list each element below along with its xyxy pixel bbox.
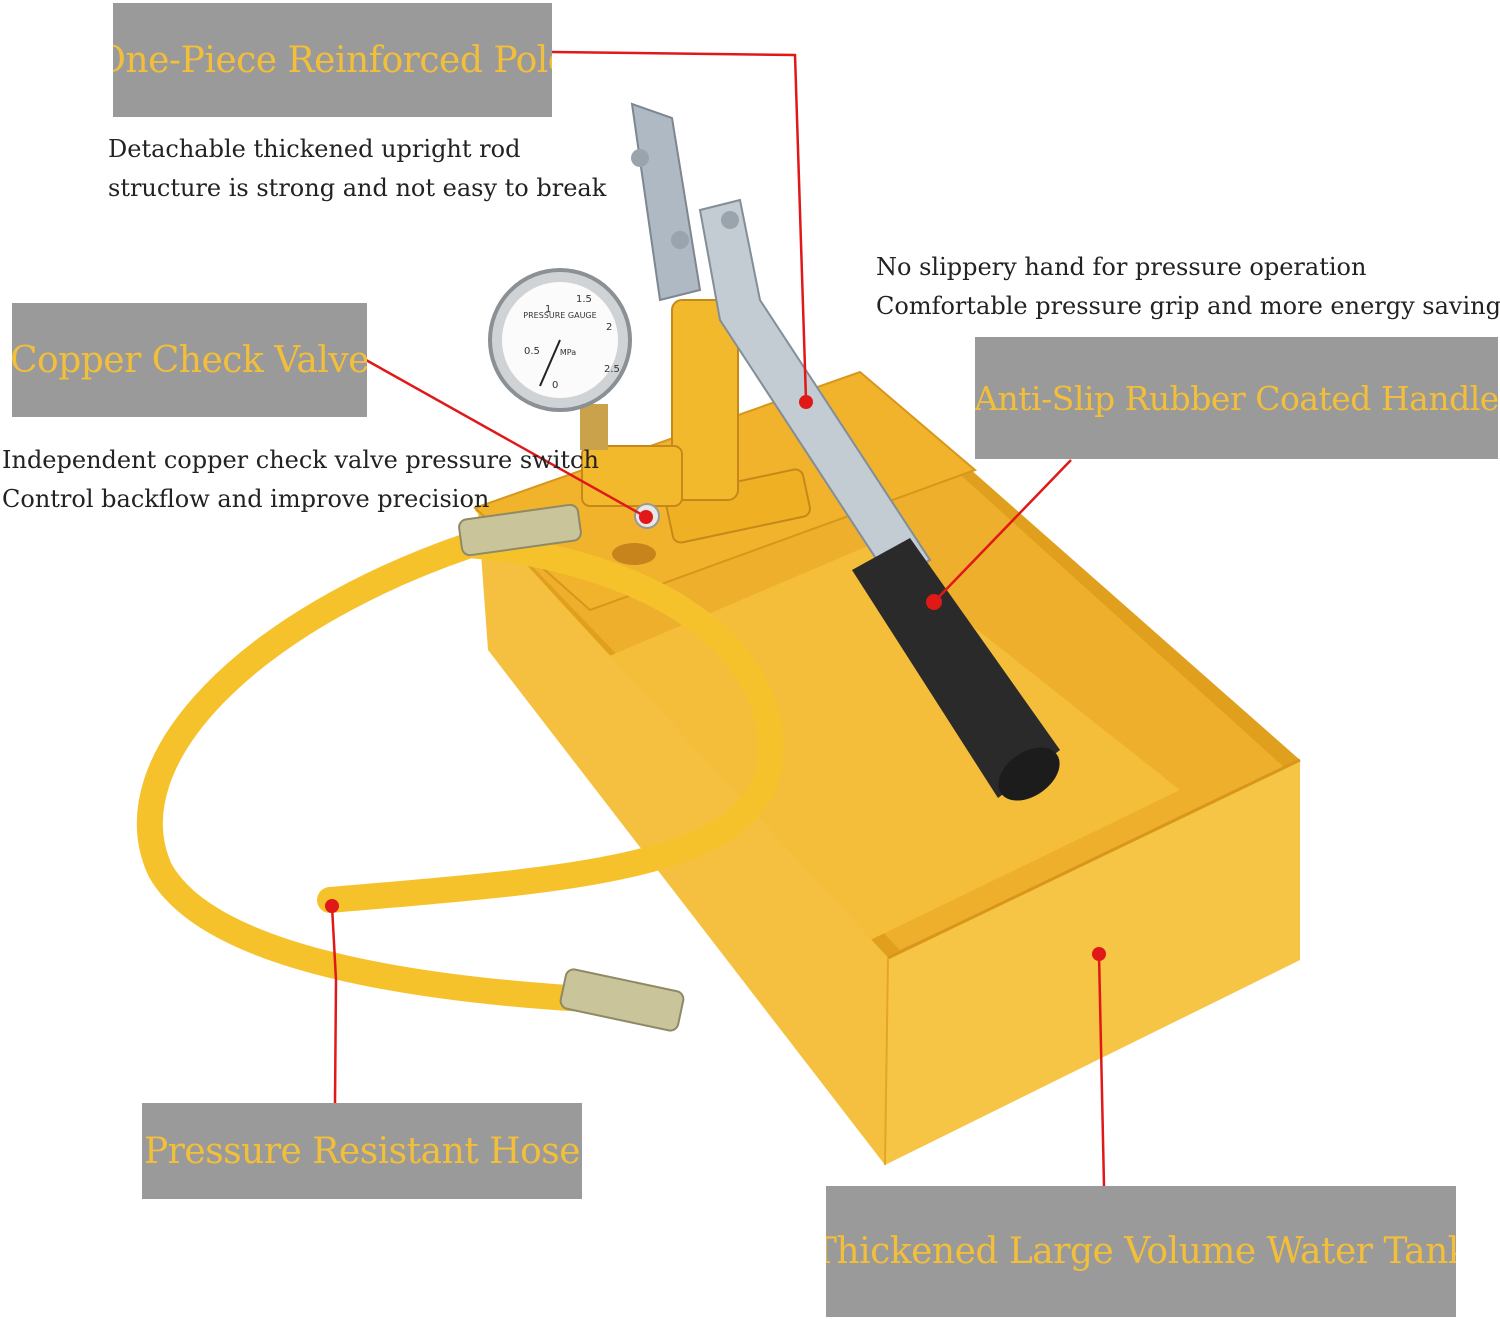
gauge-tick-label: 2 — [606, 322, 612, 333]
callout-dot — [926, 594, 942, 610]
valve-description-line: Control backflow and improve precision — [2, 485, 490, 513]
pole-label: One-Piece Reinforced Pole — [113, 3, 552, 117]
valve-description: Independent copper check valve pressure … — [2, 441, 599, 519]
pump-body — [581, 299, 811, 544]
tank-edge — [887, 758, 1301, 960]
tank-label-text: Thickened Large Volume Water Tank — [826, 1231, 1456, 1272]
handle-label: Anti-Slip Rubber Coated Handle — [975, 337, 1498, 459]
tank-front-face — [885, 760, 1300, 1165]
pole-bracket — [630, 102, 702, 302]
plate-hole — [612, 543, 656, 565]
pressure-hose — [136, 532, 784, 1013]
rubber-handle — [852, 538, 1060, 801]
handle-label-text: Anti-Slip Rubber Coated Handle — [975, 378, 1498, 418]
callout-lines — [330, 50, 1106, 1187]
callout-line-pole — [551, 50, 808, 401]
tank-interior-floor — [600, 545, 1180, 945]
hose-fitting — [458, 503, 582, 557]
handle-description: No slippery hand for pressure operation … — [876, 248, 1500, 326]
callout-dot — [1092, 947, 1106, 961]
gauge-face-text: PRESSURE GAUGE — [523, 311, 596, 320]
callout-dot — [799, 395, 813, 409]
pivot-bolt — [631, 149, 649, 167]
pole-description: Detachable thickened upright rod structu… — [108, 130, 606, 208]
valve-description-line: Independent copper check valve pressure … — [2, 446, 599, 474]
hose-label-text: Pressure Resistant Hose — [143, 1130, 581, 1172]
callout-dots — [325, 395, 1106, 961]
gauge-tick-label: 2.5 — [604, 364, 620, 375]
gauge-stem — [580, 404, 608, 450]
gauge-tick-label: 1.5 — [576, 294, 592, 305]
gauge-tick-label: 1 — [545, 304, 551, 315]
lever-arm — [698, 198, 932, 582]
callout-dot — [325, 899, 339, 913]
gauge-tick-label: 0 — [552, 380, 558, 391]
valve-block — [581, 445, 683, 507]
pole-description-line: structure is strong and not easy to brea… — [108, 174, 607, 202]
pump-cylinder — [671, 299, 739, 501]
gauge-unit: MPa — [560, 348, 576, 357]
valve-label-text: Copper Check Valve — [12, 339, 367, 381]
pressure-gauge: PRESSURE GAUGE MPa 0 0.5 1 1.5 2 2.5 — [488, 268, 632, 450]
callout-line-handle — [933, 459, 1072, 603]
hose-end-fitting — [559, 968, 685, 1032]
tank-label: Thickened Large Volume Water Tank — [826, 1186, 1456, 1317]
callout-line-hose — [330, 905, 338, 1104]
tank-edge — [884, 957, 889, 1166]
pivot-bolt — [721, 211, 739, 229]
gauge-tick-label: 0.5 — [524, 346, 540, 357]
hose-segment — [317, 532, 784, 913]
hose-segment — [136, 532, 613, 1013]
reinforced-pole — [630, 102, 932, 582]
handle-description-line: Comfortable pressure grip and more energ… — [876, 292, 1500, 320]
handle-description-line: No slippery hand for pressure operation — [876, 253, 1367, 281]
callout-line-tank — [1097, 953, 1106, 1187]
gauge-needle — [539, 339, 561, 387]
handle-grip — [852, 538, 1060, 798]
pole-description-line: Detachable thickened upright rod — [108, 135, 521, 163]
pivot-bolt — [671, 231, 689, 249]
callout-line-valve — [365, 358, 647, 519]
valve-label: Copper Check Valve — [12, 303, 367, 417]
pole-label-text: One-Piece Reinforced Pole — [113, 39, 552, 81]
handle-end-cap — [998, 747, 1060, 801]
hose-label: Pressure Resistant Hose — [142, 1103, 582, 1199]
callout-dot — [639, 510, 653, 524]
